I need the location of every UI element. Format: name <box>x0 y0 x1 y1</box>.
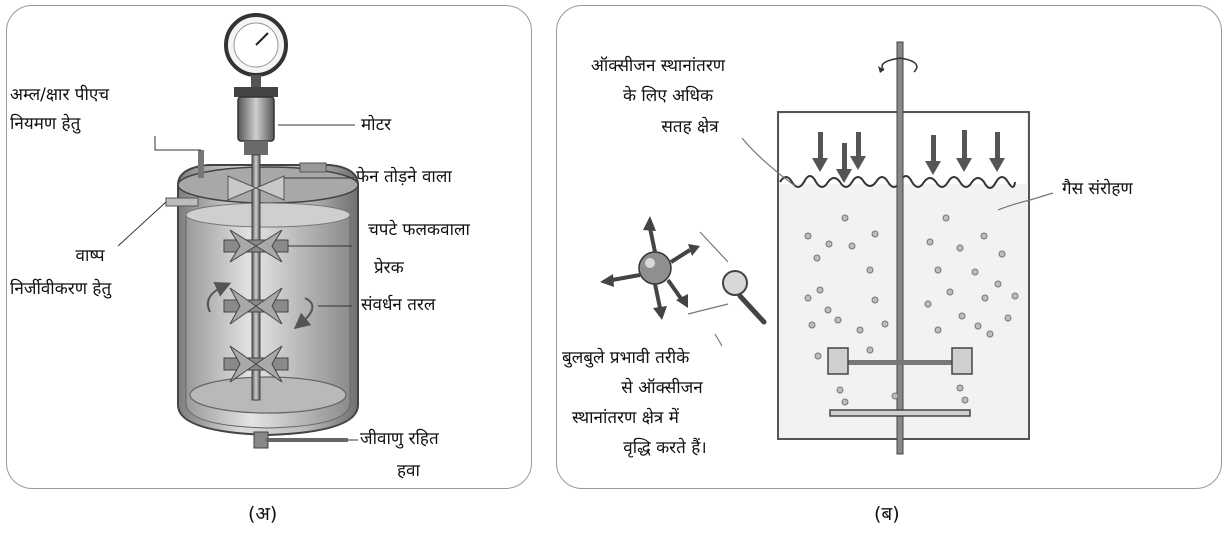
label-surface-line2: के लिए अधिक <box>622 86 714 106</box>
sterile-air-inlet-pipe <box>253 431 348 449</box>
pressure-gauge-icon <box>224 13 288 87</box>
label-steam-line2: निर्जीवीकरण हेतु <box>10 279 112 299</box>
label-culture-liquid: संवर्धन तरल <box>361 295 436 315</box>
steam-sterilization-pipe <box>165 197 199 207</box>
gas-bubbles <box>804 214 1019 406</box>
label-bubbles-line3: स्थानांतरण क्षेत्र में <box>572 408 679 428</box>
label-bubbles-line1: बुलबुले प्रभावी तरीके <box>562 348 690 368</box>
leader-lines-a <box>117 124 358 441</box>
flow-arrow-right <box>293 297 314 330</box>
foam-breaker-blades <box>227 175 285 201</box>
sparger-b <box>829 409 971 417</box>
flat-blade-impeller-upper <box>223 229 289 263</box>
top-port <box>299 162 327 173</box>
flat-blade-impeller-middle <box>223 287 289 325</box>
caption-a: (अ) <box>248 503 278 525</box>
label-foam-breaker: फेन तोड़ने वाला <box>356 167 452 187</box>
panel-b-oxygen-transfer <box>556 5 1222 489</box>
label-bubbles-line4: वृद्धि करते हैं। <box>623 438 707 458</box>
label-acid-alkali-line1: अम्ल/क्षार पीएच <box>10 85 110 105</box>
agitator-shaft <box>251 154 261 401</box>
shaft-b <box>896 41 904 455</box>
impeller-b <box>827 347 973 417</box>
label-surface-line3: सतह क्षेत्र <box>661 117 719 137</box>
label-acid-alkali-line2: नियमण हेतु <box>10 114 81 134</box>
rotation-arrow-icon <box>881 57 918 73</box>
flat-blade-impeller-lower <box>223 345 289 383</box>
label-sterile-air-line1: जीवाणु रहित <box>360 429 439 449</box>
caption-b: (ब) <box>874 503 900 525</box>
label-impeller-line2: प्रेरक <box>374 258 404 278</box>
flow-arrow-left <box>206 282 232 313</box>
label-surface-line1: ऑक्सीजन स्थानांतरण <box>590 56 726 76</box>
motor-icon <box>234 87 278 155</box>
label-steam-line1: वाष्प <box>75 246 105 266</box>
label-gas-sparging: गैस संरोहण <box>1062 179 1133 199</box>
label-impeller-line1: चपटे फलकवाला <box>368 220 470 240</box>
oxygen-transfer-bubble-icon <box>600 216 700 320</box>
label-sterile-air-line2: हवा <box>397 461 420 481</box>
magnifier-icon <box>722 270 767 325</box>
panel-b-diagram <box>600 41 1054 455</box>
label-bubbles-line2: से ऑक्सीजन <box>621 378 703 398</box>
leader-lines-b <box>687 137 1054 347</box>
label-motor: मोटर <box>361 115 392 135</box>
oxygen-arrows <box>812 130 1005 183</box>
